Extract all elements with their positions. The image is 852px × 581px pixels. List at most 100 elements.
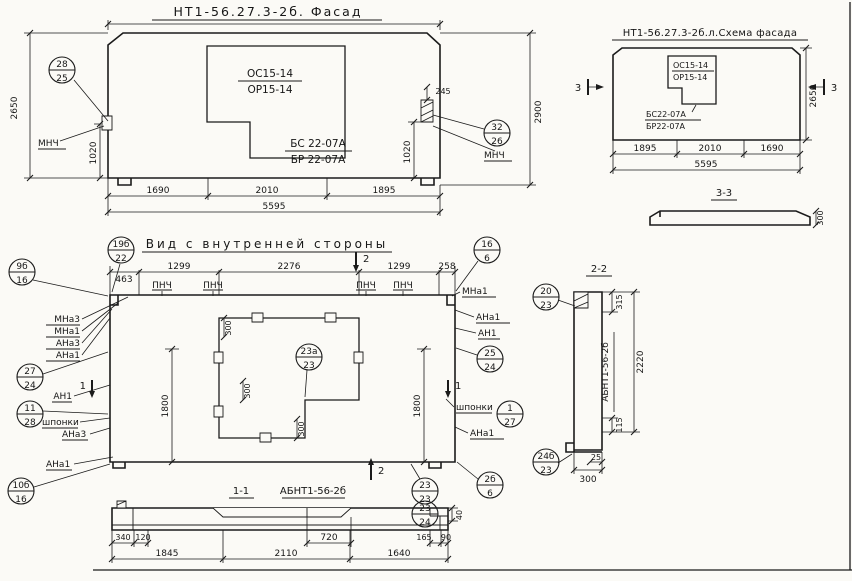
inner-dim-1299-right: 1299	[388, 262, 411, 272]
inner-label-mna1-right: МНа1	[462, 287, 488, 297]
facade-callout-left-top: 28	[56, 60, 68, 70]
inner-pnch-label-2: ПНЧ	[203, 281, 223, 291]
inner-callout-2b-bottom: 6	[487, 489, 493, 499]
scheme-section3-arrowhead-right	[808, 84, 816, 90]
inner-label-shponki-right: шпонки	[456, 403, 493, 413]
facade-callout-right-bottom: 26	[491, 137, 503, 147]
inner-callout-19b-bottom: 22	[115, 254, 126, 264]
inner-label-ana3-left-low: АНа3	[62, 430, 86, 440]
section22-dim-300: 300	[579, 475, 596, 485]
inner-section2-mark-bottom: 2	[378, 466, 384, 477]
scheme-window-mark-1: ОС15-14	[673, 61, 708, 70]
section11-dim-90: 90	[441, 533, 451, 542]
section22-dimension-lines	[573, 291, 640, 474]
facade-callout-right-top: 32	[491, 123, 502, 133]
inner-pnch-label-4: ПНЧ	[393, 281, 413, 291]
facade-mnch-details	[101, 99, 434, 131]
scheme-section3-mark-left: 3	[575, 83, 581, 94]
facade-dim-2010: 2010	[256, 186, 279, 196]
facade-dim-1020-left: 1020	[89, 141, 99, 164]
section11-dim-40: 40	[455, 510, 464, 520]
inner-callout-23-24-top: 23	[419, 504, 430, 514]
section22-profile	[565, 291, 603, 453]
inner-label-mna1-left: МНа1	[54, 327, 80, 337]
facade-leader-lines	[59, 79, 496, 152]
section33-dim-300: 300	[816, 210, 825, 225]
section22-title: 2-2	[591, 264, 607, 275]
facade-label-underlines	[38, 80, 512, 162]
inner-callout-23a-top: 23а	[301, 347, 318, 357]
inner-callout-9b-bottom: 16	[16, 276, 28, 286]
section11-profile-details	[112, 500, 448, 530]
section-2-2: 2-2 20 23 24б 23 315 2220 АБНТ1-56-2б 11…	[532, 264, 646, 485]
inner-callout-2b-top: 2б	[484, 475, 496, 485]
inner-title: Вид с внутренней стороны	[146, 237, 388, 251]
inner-callout-23-23-bottom: 23	[419, 495, 430, 505]
scheme-dim-1895: 1895	[634, 144, 657, 154]
section33-profile	[649, 210, 811, 226]
inner-label-shponki-left: шпонки	[42, 418, 79, 428]
inner-callout-11-bottom: 28	[24, 418, 36, 428]
inner-callout-1-bottom: 27	[504, 418, 515, 428]
scheme-section3-arrowhead-left	[596, 84, 604, 90]
inner-section-mark-bars	[91, 252, 449, 480]
inner-callout-27-top: 27	[24, 367, 35, 377]
inner-dim-1299-left: 1299	[168, 262, 191, 272]
facade-title: НТ1-56.27.3-2б. Фасад	[174, 4, 363, 19]
facade-mnch-right-label: МНЧ	[484, 151, 505, 161]
facade-panel-mark-2: БР 22-07А	[291, 154, 346, 166]
scheme-panel-mark-1: БС22-07А	[646, 110, 686, 119]
inner-dimension-ticks	[106, 268, 459, 466]
section22-callout-20-bottom: 23	[540, 301, 551, 311]
section-3-3: 3-3 300	[649, 188, 825, 229]
inner-callout-23a-bottom: 23	[303, 361, 314, 371]
facade-dimension-ticks	[26, 20, 534, 216]
inner-dim-300-b: 300	[243, 383, 252, 398]
section11-dim-120: 120	[135, 533, 150, 542]
scheme-dim-1690: 1690	[761, 144, 784, 154]
inner-callout-25-top: 25	[484, 349, 495, 359]
inner-label-an1-left: АН1	[53, 392, 72, 402]
inner-dim-463: 463	[115, 275, 132, 285]
facade-dim-2900: 2900	[534, 100, 544, 123]
section22-dim-115: 115	[615, 417, 624, 432]
inner-label-underlines	[42, 296, 510, 471]
section11-dim-1640: 1640	[388, 549, 411, 559]
inner-dim-2276: 2276	[278, 262, 301, 272]
facade-dim-1690: 1690	[147, 186, 170, 196]
inner-window-opening	[218, 317, 360, 439]
inner-section2-top-arrowhead	[353, 265, 359, 272]
inner-callout-25-bottom: 24	[484, 363, 496, 373]
section22-dim-315: 315	[615, 294, 624, 309]
inner-dim-258: 258	[438, 262, 455, 272]
section-1-1: 1-1 АБНТ1-56-2б 340 120 720 165 90 1845 …	[108, 486, 464, 563]
inner-label-ana1-left-low: АНа1	[46, 460, 70, 470]
section11-dim-340: 340	[115, 533, 130, 542]
facade-dim-1895: 1895	[373, 186, 396, 196]
scheme-dim-2650: 2650	[809, 84, 819, 107]
inner-shponki-keys	[213, 312, 364, 443]
section22-top-channel-detail	[573, 291, 589, 309]
scheme-dim-2010: 2010	[699, 144, 722, 154]
inner-callout-27-bottom: 24	[24, 381, 36, 391]
inner-callout-9b-top: 9б	[16, 262, 28, 272]
scheme-dimension-lines	[612, 47, 812, 174]
facade-mnch-left-label: МНЧ	[38, 139, 59, 149]
facade-dim-2650: 2650	[10, 96, 20, 119]
inner-view: Вид с внутренней стороны ПНЧ ПНЧ ПНЧ ПНЧ…	[7, 236, 524, 528]
facade-dim-1020-right: 1020	[403, 140, 413, 163]
section22-callout-20-top: 20	[540, 287, 552, 297]
section22-dim-2220: 2220	[636, 350, 646, 373]
section22-callout-24b-top: 24б	[537, 452, 554, 462]
scheme-view: НТ1-56.27.3-2б.л.Схема фасада ОС15-14 ОР…	[575, 28, 837, 174]
scheme-dim-5595: 5595	[695, 160, 718, 170]
facade-dim-245: 245	[435, 87, 450, 96]
facade-dimension-lines	[24, 20, 536, 216]
facade-window-opening	[206, 45, 346, 159]
inner-section1-left-arrowhead	[89, 391, 95, 398]
inner-dim-1800-right: 1800	[413, 394, 423, 417]
inner-dim-1800-left: 1800	[161, 394, 171, 417]
inner-section1-right-arrowhead	[445, 391, 451, 398]
inner-callout-16-bottom: 6	[484, 254, 490, 264]
